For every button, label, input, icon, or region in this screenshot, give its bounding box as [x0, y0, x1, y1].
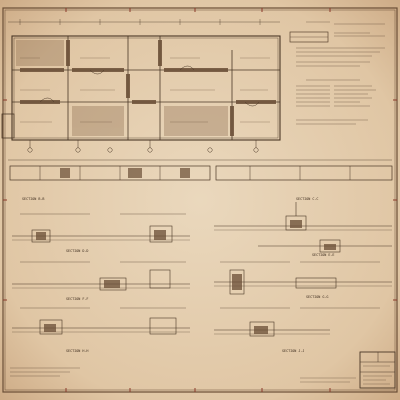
- section-title: SECTION E-E: [312, 253, 334, 257]
- section-title: SECTION D-D: [66, 249, 88, 253]
- section-title: SECTION J-J: [282, 349, 304, 353]
- section-title: SECTION H-H: [66, 349, 88, 353]
- floor-plan: [1, 19, 281, 153]
- bottom-notes: [10, 367, 80, 377]
- section-title: SECTION G-G: [306, 295, 328, 299]
- drawing-border: [2, 7, 398, 393]
- elevation-strip: [8, 159, 393, 181]
- section-title: SECTION B-B: [22, 197, 44, 201]
- section-title: SECTION C-C: [296, 197, 318, 201]
- section-details: [12, 202, 392, 337]
- section-labels: SECTION B-B SECTION C-C SECTION D-D SECT…: [22, 197, 334, 353]
- title-block: [300, 351, 396, 389]
- section-title: SECTION F-F: [66, 297, 88, 301]
- notes-block: [289, 21, 385, 125]
